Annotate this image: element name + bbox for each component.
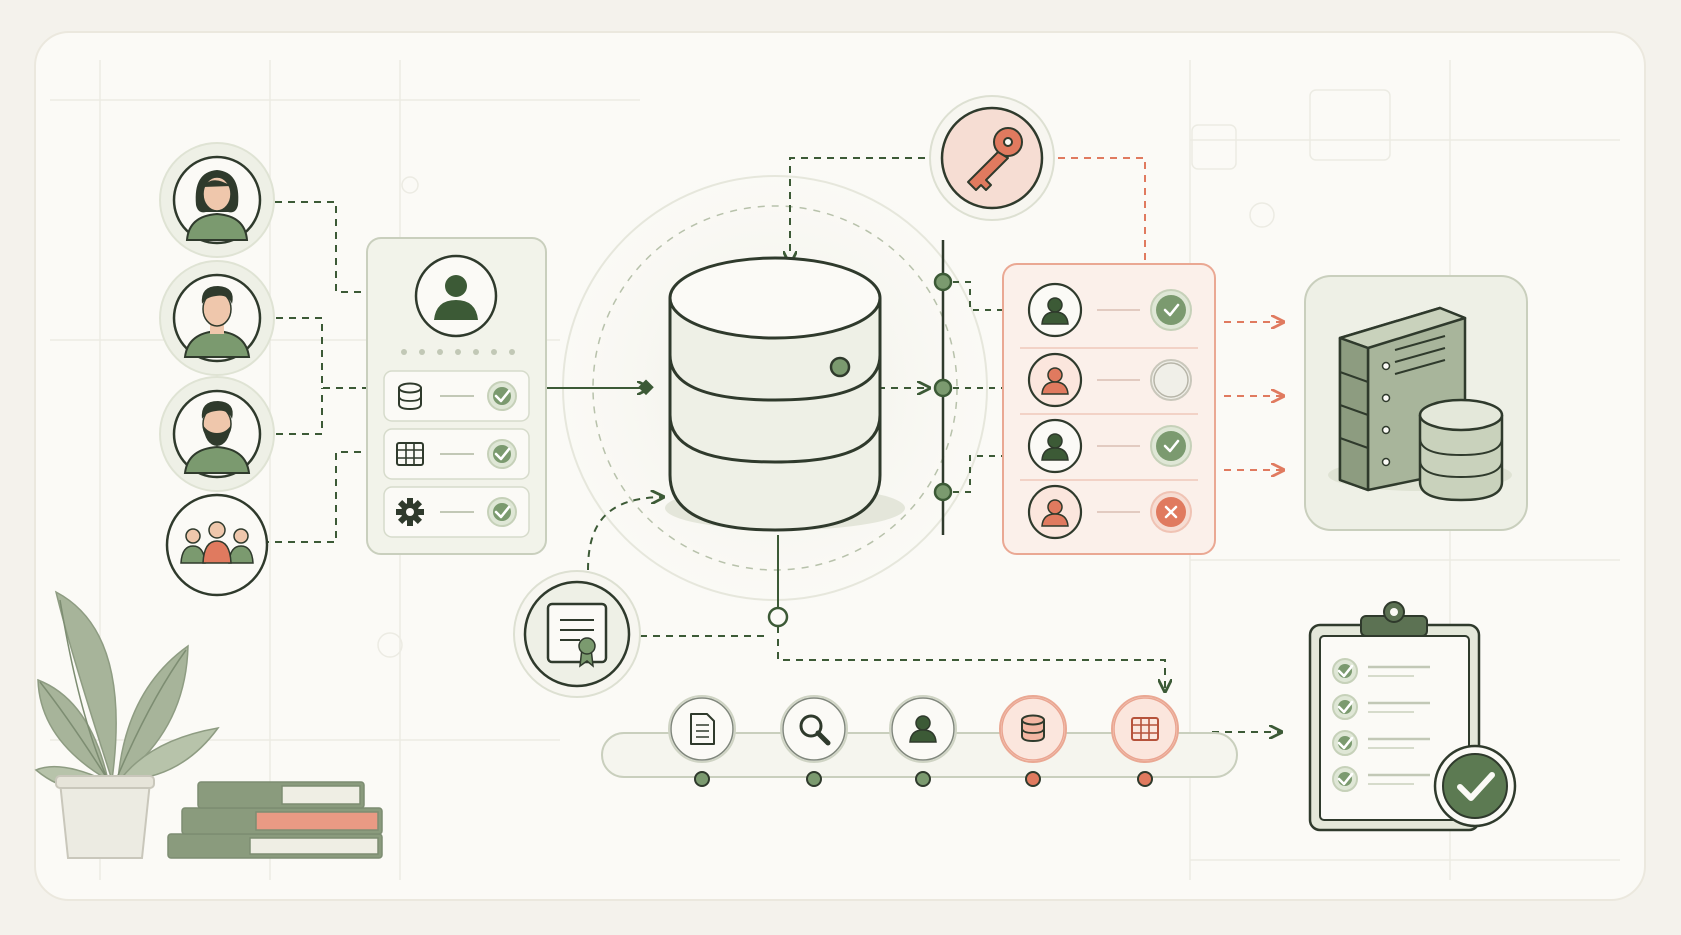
permission-list[interactable] [1002,263,1216,555]
pipeline-step[interactable] [889,695,957,787]
clipboard-clip [1360,601,1428,637]
group-avatar-icon [180,521,254,564]
database-icon [1021,714,1045,743]
table-icon [396,442,424,466]
user-avatar-bearded-man[interactable] [159,376,275,492]
pagination-dots [401,349,515,355]
bearded-man-avatar-icon [183,401,251,474]
compliance-checklist[interactable] [1308,601,1517,832]
checklist-item [1332,694,1430,720]
pending-status-icon [1150,359,1192,401]
book-stack-icon [167,781,383,859]
pipeline-step[interactable] [999,695,1067,787]
profile-permission-row[interactable] [383,370,530,422]
permission-row[interactable] [1027,484,1192,540]
pipeline-step[interactable] [668,695,736,787]
checklist-item [1332,730,1430,756]
key-icon [967,127,1023,191]
checklist-item [1332,766,1430,792]
profile-card[interactable] [366,237,547,555]
server-storage[interactable] [1304,275,1528,531]
pipeline-step[interactable] [780,695,848,787]
profile-permission-row[interactable] [383,428,530,480]
server-with-database-icon [1328,306,1512,502]
woman-avatar-icon [185,170,249,241]
user-icon [434,275,478,320]
user-avatar-woman[interactable] [159,142,275,258]
user-icon [1041,367,1069,395]
access-key[interactable] [929,95,1055,221]
junction-node [767,606,789,628]
document-icon [690,713,715,745]
check-icon [1332,730,1358,756]
gear-icon [396,498,424,526]
row-dividers [1020,347,1198,481]
user-avatar-man[interactable] [159,260,275,376]
central-database[interactable] [665,256,905,532]
pipeline-step[interactable] [1111,695,1179,787]
checklist-item [1332,658,1430,684]
user-icon [1041,499,1069,527]
user-icon [1041,433,1069,461]
check-icon [487,381,517,411]
check-icon [487,497,517,527]
permission-row[interactable] [1027,418,1192,474]
audit-pipeline [601,695,1238,787]
check-icon [1150,289,1192,331]
permission-row[interactable] [1027,352,1192,408]
policy-certificate[interactable] [513,570,641,698]
database-icon [398,382,422,411]
check-icon [1332,658,1358,684]
user-icon [1041,297,1069,325]
check-icon [487,439,517,469]
profile-avatar [414,254,498,338]
table-icon [1131,717,1159,741]
profile-permission-row[interactable] [383,486,530,538]
user-avatar-group[interactable] [165,493,269,597]
check-icon [1332,694,1358,720]
checkmark-icon [1433,744,1517,828]
certificate-icon [546,602,608,668]
status-light [829,356,851,378]
user-icon [909,715,937,743]
search-icon [799,714,831,746]
close-icon [1150,491,1192,533]
check-icon [1332,766,1358,792]
permission-row[interactable] [1027,282,1192,338]
man-avatar-icon [183,286,251,358]
potted-plant-icon [34,590,220,859]
gate-nodes [933,272,953,502]
check-icon [1150,425,1192,467]
